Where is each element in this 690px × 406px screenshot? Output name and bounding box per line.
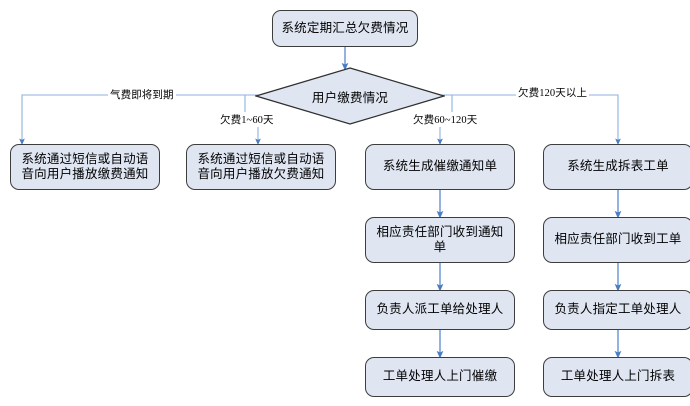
edge-label-branch3: 欠费60~120天: [411, 112, 480, 127]
node-branch3-step4[interactable]: 工单处理人上门催缴: [365, 357, 515, 397]
edge-label-branch1: 气费即将到期: [108, 87, 176, 102]
edge-label-branch2: 欠费1~60天: [218, 112, 276, 127]
node-branch2-step1[interactable]: 系统通过短信或自动语音向用户播放欠费通知: [186, 144, 336, 190]
node-decision[interactable]: 用户缴费情况: [255, 67, 445, 125]
edge-label-branch4: 欠费120天以上: [516, 85, 590, 100]
node-branch3-step2[interactable]: 相应责任部门收到通知单: [365, 217, 515, 263]
node-branch4-step2[interactable]: 相应责任部门收到工单: [543, 217, 690, 263]
node-branch3-step3[interactable]: 负责人派工单给处理人: [365, 290, 515, 330]
node-branch4-step1[interactable]: 系统生成拆表工单: [543, 144, 690, 190]
node-branch4-step3[interactable]: 负责人指定工单处理人: [543, 290, 690, 330]
decision-label: 用户缴费情况: [311, 90, 389, 105]
node-branch4-step4[interactable]: 工单处理人上门拆表: [543, 357, 690, 397]
node-start[interactable]: 系统定期汇总欠费情况: [272, 10, 418, 47]
node-branch1-step1[interactable]: 系统通过短信或自动语音向用户播放缴费通知: [10, 144, 160, 190]
node-branch3-step1[interactable]: 系统生成催缴通知单: [365, 144, 515, 190]
diamond-shape: [255, 67, 445, 125]
